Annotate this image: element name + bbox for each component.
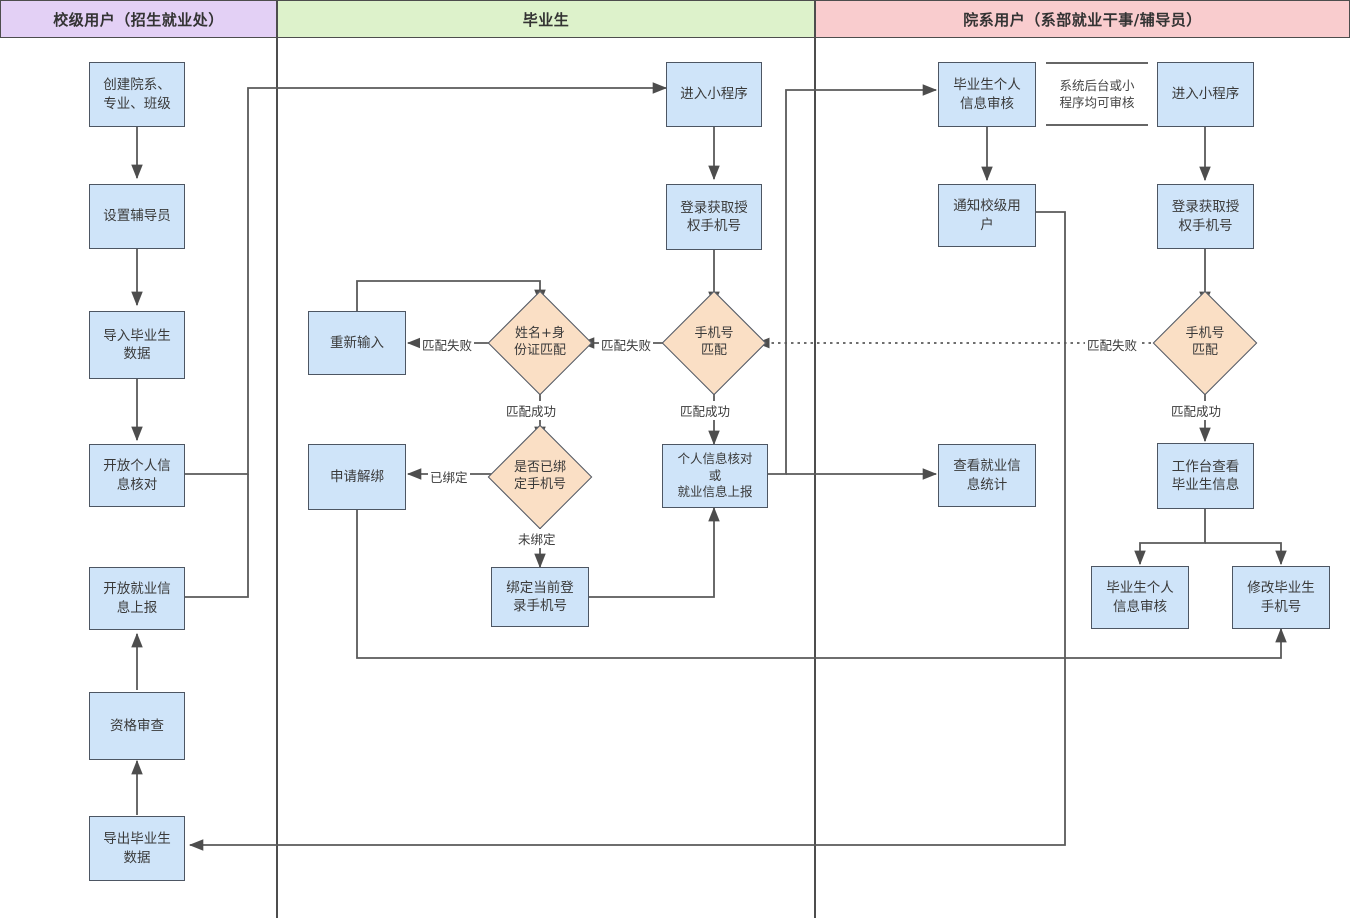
node-import-grad-label: 导入毕业生 数据	[103, 327, 171, 362]
node-dept-review-info-label: 毕业生个人 信息审核	[953, 77, 1021, 112]
lane-header-school-label: 校级用户（招生就业处）	[53, 10, 224, 29]
decision-stu-phone-match-label: 手机号 匹配	[694, 326, 734, 358]
lane-divider-1	[276, 38, 278, 918]
node-set-counselor[interactable]: 设置辅导员	[89, 184, 185, 249]
node-dept-workbench[interactable]: 工作台查看 毕业生信息	[1157, 443, 1254, 509]
edge-label-success-nameid: 匹配成功	[504, 401, 559, 420]
edge-label-fail-2-text: 匹配失败	[601, 338, 652, 353]
node-open-personal[interactable]: 开放个人信 息核对	[89, 444, 185, 507]
node-dept-login-phone[interactable]: 登录获取授 权手机号	[1157, 184, 1254, 249]
node-dept-enter-miniapp-label: 进入小程序	[1171, 86, 1240, 103]
node-stu-enter-miniapp-label: 进入小程序	[680, 86, 748, 103]
node-qualify-review[interactable]: 资格审查	[89, 692, 185, 760]
lane-header-dept-label: 院系用户（系部就业干事/辅导员）	[963, 10, 1202, 29]
node-dept-workbench-label: 工作台查看 毕业生信息	[1171, 458, 1240, 493]
node-dept-employ-stats[interactable]: 查看就业信 息统计	[938, 444, 1036, 507]
edge-label-success-student-phone: 匹配成功	[678, 401, 733, 420]
node-open-personal-label: 开放个人信 息核对	[103, 458, 171, 493]
decision-stu-bound-phone-label: 是否已绑 定手机号	[513, 460, 566, 492]
decision-stu-phone-match[interactable]: 手机号 匹配	[661, 290, 767, 396]
node-export-grad-label: 导出毕业生 数据	[103, 831, 171, 866]
node-stu-unbind[interactable]: 申请解绑	[308, 444, 406, 510]
node-dept-employ-stats-label: 查看就业信 息统计	[953, 458, 1021, 493]
lane-header-school: 校级用户（招生就业处）	[0, 0, 277, 38]
node-dept-review-grad-label: 毕业生个人 信息审核	[1106, 580, 1174, 615]
edge-label-unbound-text: 未绑定	[518, 532, 556, 547]
node-set-counselor-label: 设置辅导员	[103, 208, 171, 225]
lane-header-student-label: 毕业生	[522, 10, 570, 29]
node-stu-info-report[interactable]: 个人信息核对 或 就业信息上报	[662, 444, 768, 508]
decision-stu-bound-phone[interactable]: 是否已绑 定手机号	[487, 424, 593, 530]
node-dept-notify-school-label: 通知校级用 户	[953, 198, 1021, 233]
edge-label-fail-2: 匹配失败	[599, 335, 654, 354]
edge-label-fail-1: 匹配失败	[1085, 335, 1140, 354]
node-stu-reinput-label: 重新输入	[330, 334, 384, 351]
note-review-channel-label: 系统后台或小 程序均可审核	[1059, 77, 1135, 111]
decision-dept-phone-match[interactable]: 手机号 匹配	[1152, 290, 1258, 396]
edge-label-bound-text: 已绑定	[430, 470, 468, 485]
lane-header-student: 毕业生	[277, 0, 815, 38]
edge-label-success-nameid-text: 匹配成功	[506, 404, 557, 419]
node-stu-unbind-label: 申请解绑	[330, 468, 384, 485]
decision-stu-name-id-label: 姓名+身 份证匹配	[513, 326, 566, 358]
node-qualify-review-label: 资格审查	[110, 717, 164, 734]
node-stu-info-report-label: 个人信息核对 或 就业信息上报	[677, 450, 753, 500]
node-dept-notify-school[interactable]: 通知校级用 户	[938, 184, 1036, 247]
node-create-org-label: 创建院系、 专业、班级	[103, 77, 171, 112]
edge-label-success-student-phone-text: 匹配成功	[680, 404, 731, 419]
edge-label-fail-3: 匹配失败	[420, 335, 475, 354]
node-dept-review-info[interactable]: 毕业生个人 信息审核	[938, 62, 1036, 127]
node-stu-login-phone-label: 登录获取授 权手机号	[680, 199, 748, 234]
node-import-grad[interactable]: 导入毕业生 数据	[89, 311, 185, 379]
node-export-grad[interactable]: 导出毕业生 数据	[89, 816, 185, 881]
node-dept-login-phone-label: 登录获取授 权手机号	[1171, 199, 1240, 234]
decision-stu-name-id[interactable]: 姓名+身 份证匹配	[487, 290, 593, 396]
node-dept-edit-phone-label: 修改毕业生 手机号	[1247, 580, 1315, 615]
edge-label-bound: 已绑定	[428, 467, 470, 486]
edge-label-unbound: 未绑定	[516, 529, 558, 548]
note-review-channel: 系统后台或小 程序均可审核	[1046, 62, 1148, 126]
edge-label-fail-3-text: 匹配失败	[422, 338, 473, 353]
edge-label-success-dept-phone-text: 匹配成功	[1171, 404, 1222, 419]
node-stu-bind-phone-label: 绑定当前登 录手机号	[506, 579, 574, 614]
edge-label-success-dept-phone: 匹配成功	[1169, 401, 1224, 420]
node-create-org[interactable]: 创建院系、 专业、班级	[89, 62, 185, 127]
node-open-employ-label: 开放就业信 息上报	[103, 581, 171, 616]
node-stu-reinput[interactable]: 重新输入	[308, 311, 406, 375]
node-stu-login-phone[interactable]: 登录获取授 权手机号	[666, 184, 762, 250]
decision-dept-phone-match-label: 手机号 匹配	[1185, 326, 1225, 358]
lane-header-dept: 院系用户（系部就业干事/辅导员）	[815, 0, 1350, 38]
node-dept-review-grad[interactable]: 毕业生个人 信息审核	[1091, 566, 1189, 629]
node-open-employ[interactable]: 开放就业信 息上报	[89, 567, 185, 630]
node-dept-enter-miniapp[interactable]: 进入小程序	[1157, 62, 1254, 127]
edge-label-fail-1-text: 匹配失败	[1087, 338, 1138, 353]
node-stu-enter-miniapp[interactable]: 进入小程序	[666, 62, 762, 127]
node-stu-bind-phone[interactable]: 绑定当前登 录手机号	[491, 567, 589, 627]
node-dept-edit-phone[interactable]: 修改毕业生 手机号	[1232, 566, 1330, 629]
lane-divider-2	[814, 38, 816, 918]
